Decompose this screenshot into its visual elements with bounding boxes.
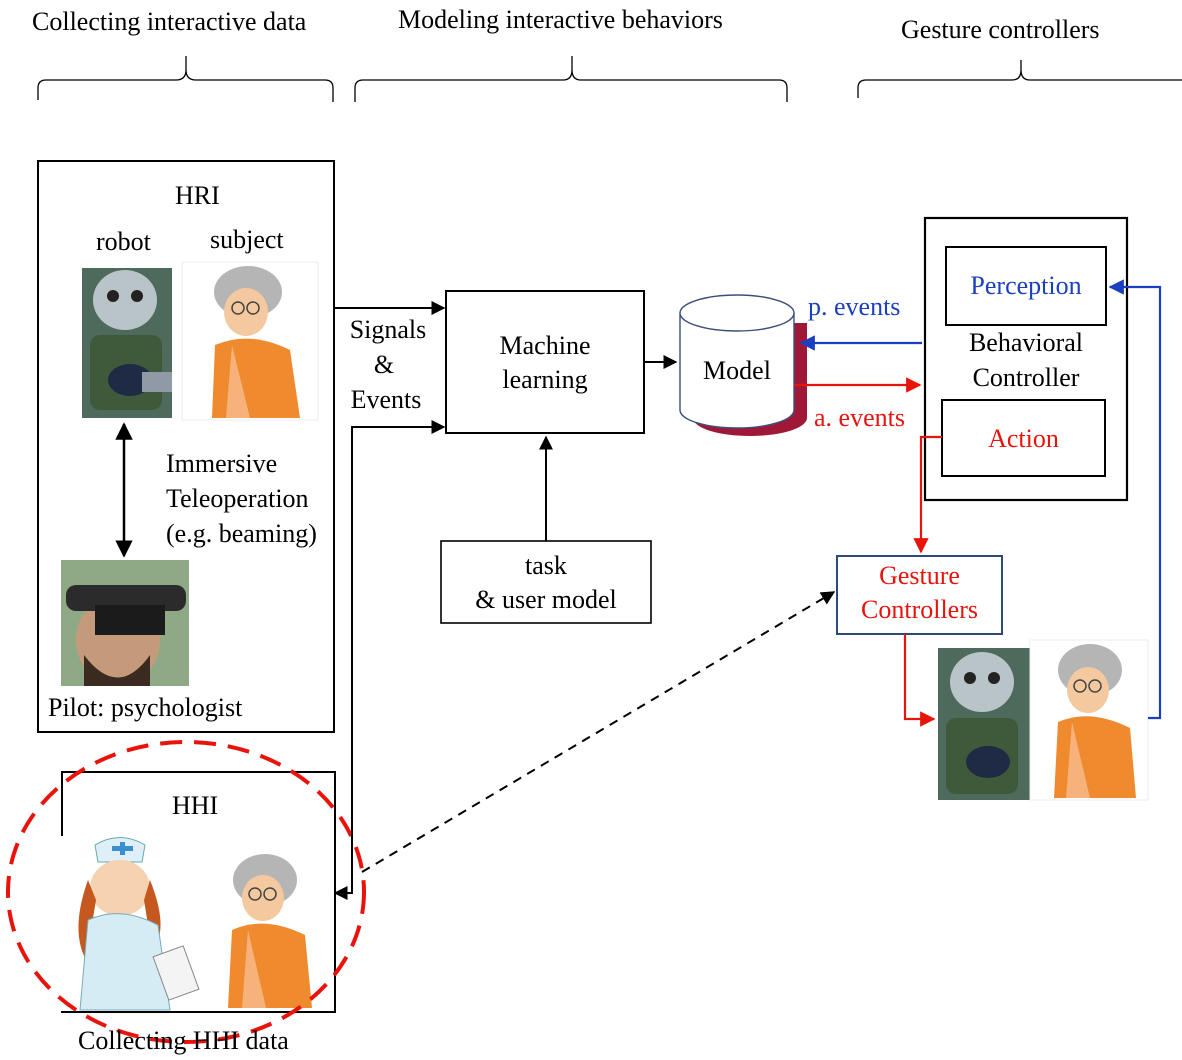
perception-label: Perception — [970, 271, 1082, 300]
teleop-line2: Teleoperation — [166, 484, 309, 513]
gesture-label-line1: Gesture — [879, 561, 960, 590]
header-collecting-interactive-data: Collecting interactive data — [32, 7, 307, 36]
brace-col1 — [37, 56, 334, 102]
a-events-label: a. events — [814, 403, 905, 432]
signals-line3: Events — [350, 385, 422, 414]
hhi-to-ml-arrow — [333, 420, 446, 900]
robot-image — [82, 268, 172, 418]
output-robot-image — [938, 648, 1030, 800]
action-label: Action — [988, 424, 1059, 453]
header-modeling-interactive-behaviors: Modeling interactive behaviors — [398, 5, 723, 34]
behavioral-controller-line1: Behavioral — [968, 328, 1084, 357]
hhi-title: HHI — [172, 791, 219, 820]
ml-box — [445, 290, 645, 434]
hhi-to-gesture-dashed-arrow — [361, 591, 836, 873]
model-cylinder — [679, 294, 807, 436]
header-gesture-controllers: Gesture controllers — [901, 15, 1100, 44]
task-label-line2: & user model — [475, 585, 617, 614]
action-to-gesture-arrow — [913, 435, 942, 554]
subject-label: subject — [210, 225, 284, 254]
pilot-image — [61, 560, 189, 686]
nurse-image — [52, 836, 224, 1011]
task-label-line1: task — [525, 551, 567, 580]
robot-label: robot — [96, 227, 151, 256]
behavioral-controller-box — [923, 216, 1129, 502]
subject-image — [181, 261, 319, 421]
perception-box — [945, 246, 1107, 326]
hhi-caption: Collecting HHI data — [78, 1026, 289, 1055]
model-label: Model — [703, 356, 771, 385]
brace-col2 — [354, 56, 788, 102]
behavioral-controller-line2: Controller — [972, 363, 1080, 392]
p-events-label: p. events — [808, 292, 901, 321]
teleop-line3: (e.g. beaming) — [166, 519, 317, 548]
ml-label-line1: Machine — [499, 331, 591, 360]
gesture-label-line2: Controllers — [861, 595, 978, 624]
brace-col3 — [857, 60, 1182, 98]
hhi-subject-image — [210, 852, 330, 1010]
feedback-to-perception-arrow — [1108, 279, 1162, 720]
signals-line1: Signals — [349, 315, 427, 344]
output-subject-image — [1029, 639, 1149, 801]
gesture-to-robot-arrow — [903, 634, 936, 727]
teleop-line1: Immersive — [166, 449, 278, 478]
signals-line2: & — [373, 350, 395, 379]
gesture-controllers-box — [836, 555, 1003, 635]
ml-label-line2: learning — [502, 365, 588, 394]
pilot-label: Pilot: psychologist — [48, 693, 243, 722]
hri-title: HRI — [175, 181, 220, 210]
